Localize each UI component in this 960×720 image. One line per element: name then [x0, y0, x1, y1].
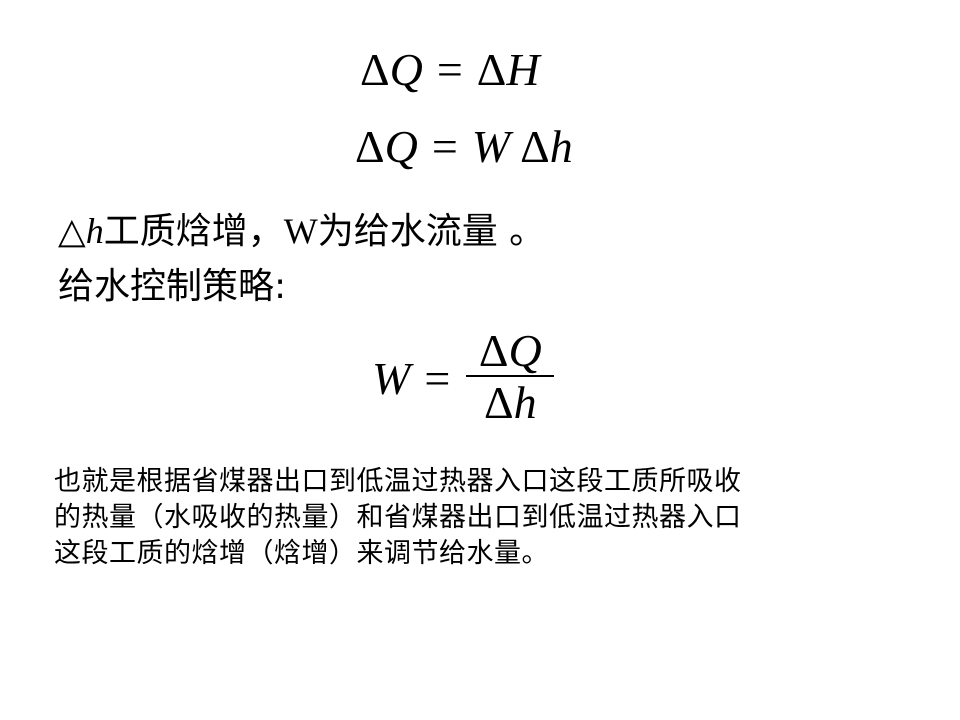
strategy-heading: 给水控制策略:: [58, 266, 287, 307]
definition-text-flow: 为给水流量 。: [317, 211, 546, 252]
equals-sign: =: [431, 121, 458, 172]
delta-symbol: Δ: [360, 44, 390, 95]
definition-line: △h工质焓增，W为给水流量 。: [58, 206, 545, 257]
delta-symbol: Δ: [476, 44, 507, 95]
triangle-delta-symbol: △: [58, 211, 86, 251]
fraction: ΔQ Δh: [466, 327, 555, 429]
delta-symbol: Δ: [520, 121, 550, 172]
explanation-line-3: 这段工质的焓增（焓增）来调节给水量。: [54, 538, 549, 569]
var-q: Q: [384, 121, 418, 172]
var-q: Q: [389, 44, 423, 95]
var-w: W: [283, 211, 318, 251]
fraction-numerator: ΔQ: [475, 327, 546, 375]
equals-sign: =: [436, 44, 463, 95]
var-w: W: [471, 121, 511, 172]
var-h-upper: H: [506, 44, 540, 95]
delta-symbol: Δ: [355, 121, 385, 172]
definition-text-enthalpy: 工质焓增，: [103, 211, 284, 252]
var-q: Q: [508, 325, 542, 376]
equation-flow-formula: W= ΔQ Δh: [372, 326, 555, 430]
explanation-line-2: 的热量（水吸收的热量）和省煤器出口到低温过热器入口: [54, 502, 742, 533]
explanation-line-1: 也就是根据省煤器出口到低温过热器入口这段工质所吸收: [54, 466, 742, 497]
var-h: h: [549, 121, 573, 172]
explanation-paragraph: 也就是根据省煤器出口到低温过热器入口这段工质所吸收 的热量（水吸收的热量）和省煤…: [54, 464, 874, 572]
equation-heat-equals-enthalpy: ΔQ=ΔH: [360, 40, 540, 100]
delta-symbol: Δ: [483, 377, 514, 428]
delta-symbol: Δ: [478, 325, 509, 376]
var-h: h: [513, 377, 537, 428]
fraction-denominator: Δh: [480, 377, 541, 429]
var-w: W: [372, 352, 411, 404]
var-h: h: [85, 211, 104, 251]
fraction-bar: [466, 375, 555, 377]
equals-sign: =: [424, 352, 451, 404]
